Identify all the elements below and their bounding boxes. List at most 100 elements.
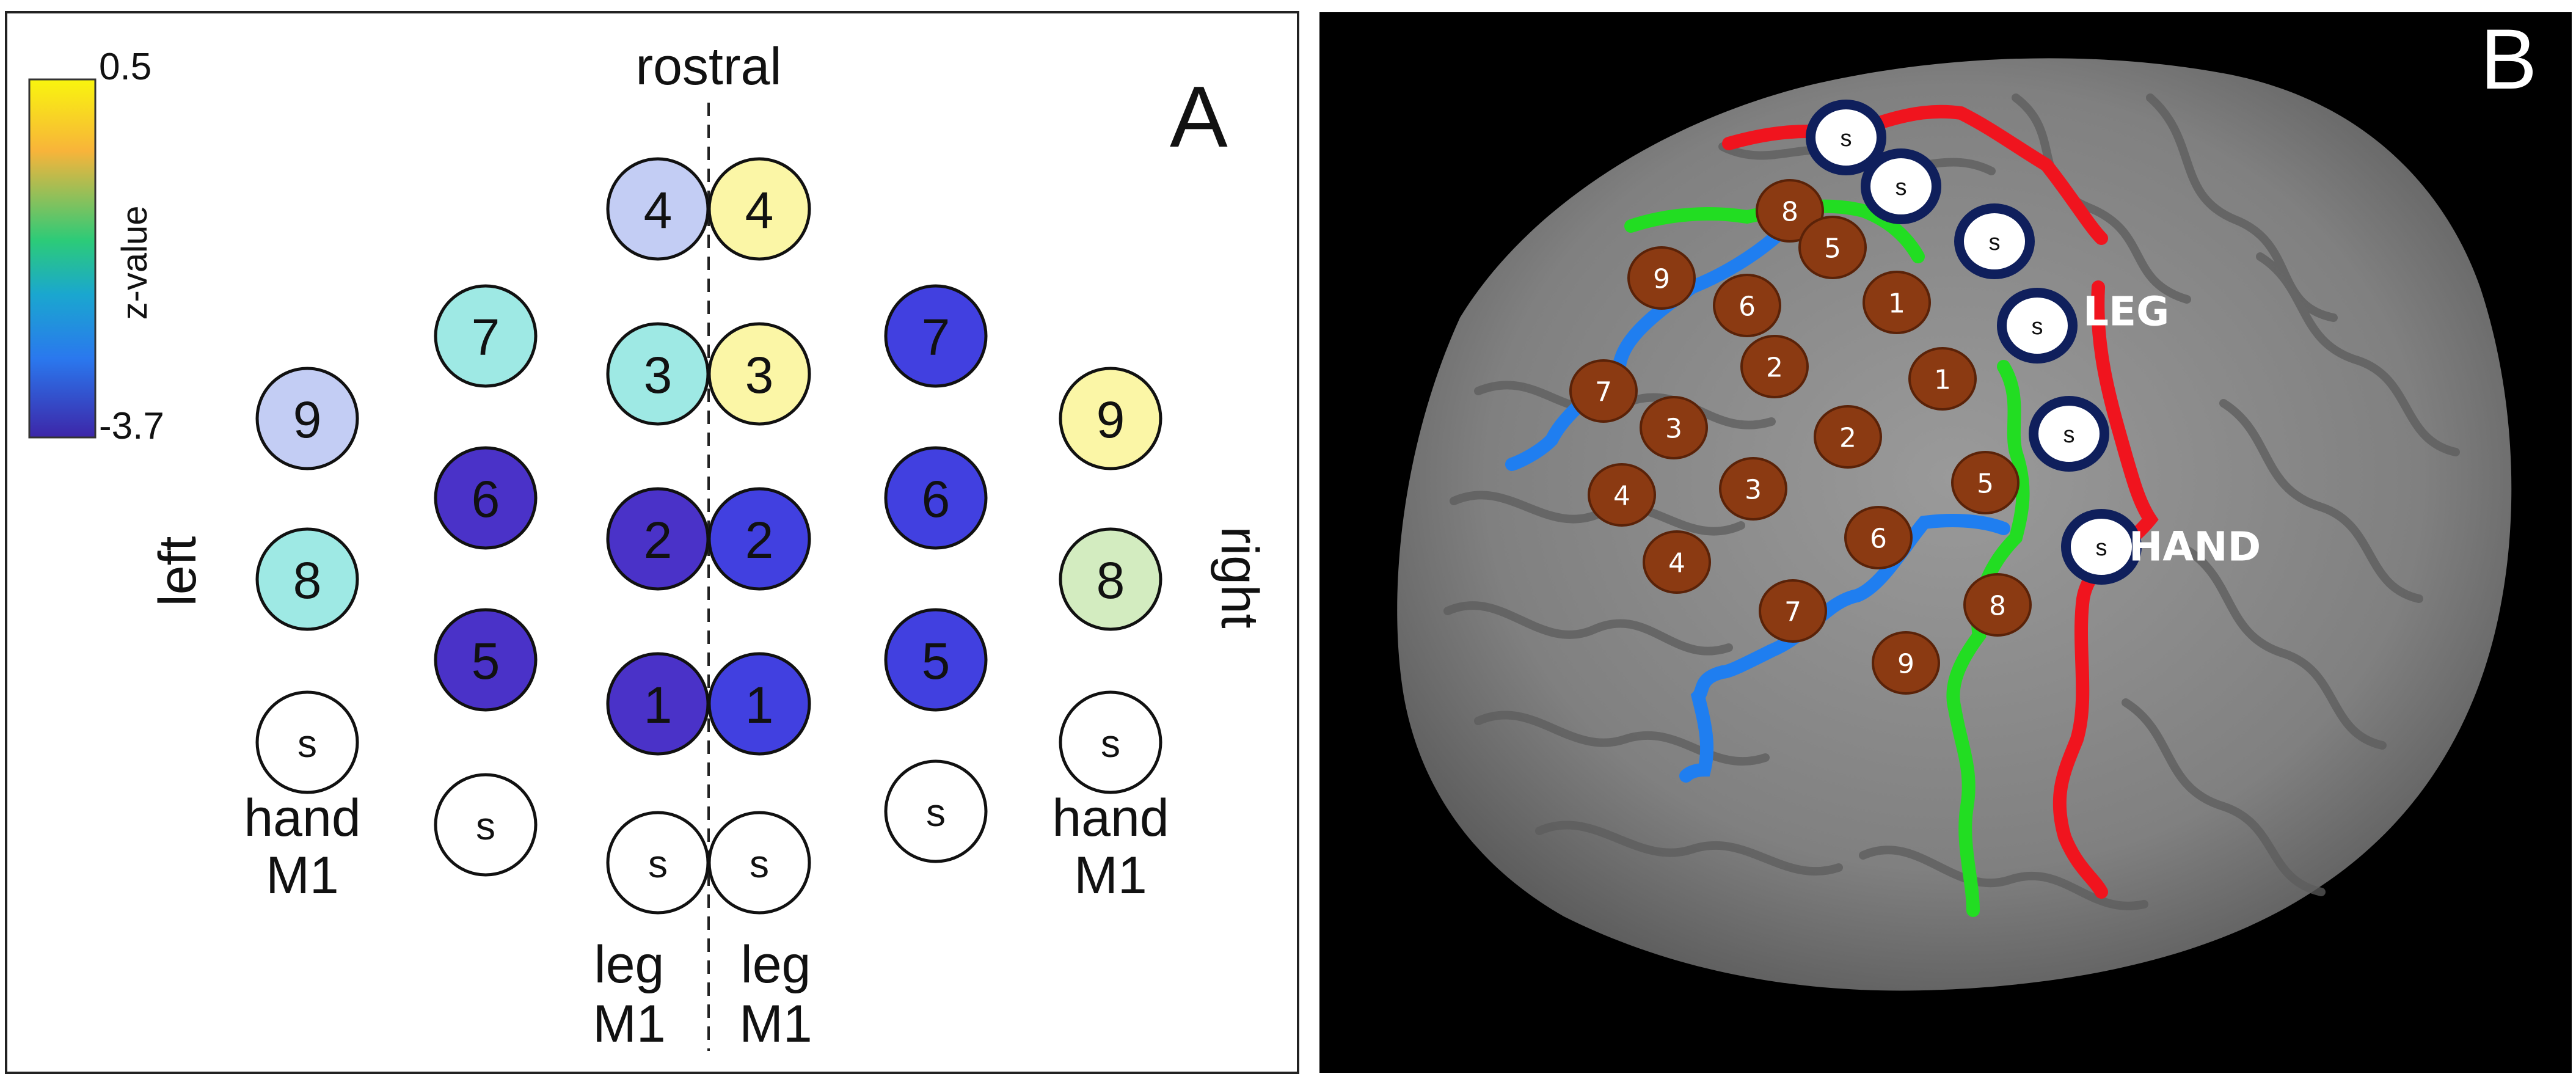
- s-marker: s: [1954, 203, 2035, 279]
- electrode-circle-lh9: 9: [255, 367, 359, 470]
- electrode-label: 6: [472, 470, 500, 528]
- brown-marker-disc: [1963, 573, 2032, 637]
- electrode-label: 7: [922, 309, 950, 366]
- electrode-label: 9: [1096, 391, 1125, 448]
- electrode-circle-ll6: 6: [434, 446, 538, 550]
- brown-marker: 7: [1759, 579, 1827, 643]
- s-marker: s: [1806, 100, 1886, 175]
- electrode-disc: [434, 773, 538, 877]
- brown-marker-label: 2: [1839, 423, 1856, 454]
- brown-marker-disc: [1627, 246, 1696, 310]
- electrode-label: s: [750, 842, 769, 886]
- brown-marker-disc: [1719, 457, 1787, 521]
- s-marker-label: s: [1989, 230, 2001, 255]
- brown-marker-disc: [1756, 179, 1824, 243]
- electrode-disc: [434, 446, 538, 550]
- brown-marker: 8: [1756, 179, 1824, 243]
- brown-marker-disc: [1588, 463, 1656, 527]
- rostral-label: rostral: [636, 37, 782, 96]
- brown-marker-disc: [1951, 451, 2020, 514]
- electrode-circle-ll7: 7: [434, 284, 538, 388]
- electrode-circle-rr5: 5: [884, 608, 988, 712]
- brown-marker: 3: [1719, 457, 1787, 521]
- brown-marker: 8: [1963, 573, 2032, 637]
- brown-marker-label: 7: [1595, 377, 1612, 408]
- electrode-circle-lh8: 8: [255, 527, 359, 631]
- brown-marker: 4: [1588, 463, 1656, 527]
- brown-marker: 9: [1627, 246, 1696, 310]
- electrode-disc: [255, 367, 359, 470]
- s-marker: s: [2029, 396, 2109, 472]
- electrode-disc: [1059, 367, 1162, 470]
- s-marker-disc: [1806, 100, 1886, 175]
- brown-marker-disc: [1872, 631, 1940, 695]
- electrode-disc: [434, 284, 538, 388]
- right-leg-label-line2: M1: [739, 995, 812, 1053]
- electrode-label: 9: [293, 391, 322, 448]
- brown-marker-label: 8: [1989, 591, 2006, 622]
- s-marker-label: s: [2096, 535, 2107, 561]
- brown-marker: 4: [1643, 530, 1711, 594]
- red-line-central: [2052, 280, 2159, 899]
- brown-marker-label: 3: [1665, 414, 1682, 445]
- electrode-disc: [255, 690, 359, 794]
- hand-label: HAND: [2129, 524, 2261, 571]
- brown-marker-label: 8: [1781, 197, 1798, 228]
- electrode-circle-l1: 1: [606, 652, 710, 756]
- electrode-circle-l3: 3: [606, 322, 710, 426]
- brown-marker-label: 9: [1897, 649, 1914, 680]
- electrode-label: 8: [293, 552, 322, 609]
- left-leg-label-line1: leg: [594, 935, 665, 994]
- electrode-label: 6: [922, 470, 950, 528]
- electrode-disc: [707, 652, 811, 756]
- brown-marker: 6: [1844, 506, 1913, 569]
- brown-marker-disc: [1844, 506, 1913, 569]
- electrode-disc: [434, 608, 538, 712]
- electrode-circle-ll5: 5: [434, 608, 538, 712]
- colorbar-max-label: 0.5: [99, 46, 151, 88]
- right-hand-label-line1: hand: [1052, 789, 1169, 847]
- brown-marker-disc: [1759, 579, 1827, 643]
- electrode-label: 5: [472, 632, 500, 690]
- right-hand-label-line2: M1: [1074, 846, 1147, 905]
- brown-marker: 7: [1569, 359, 1638, 423]
- brown-marker-label: 5: [1824, 233, 1841, 265]
- brown-marker-disc: [1643, 530, 1711, 594]
- brown-marker-disc: [1713, 274, 1781, 337]
- brown-marker-disc: [1798, 216, 1867, 279]
- left-leg-label-line2: M1: [593, 995, 665, 1053]
- brain-gyri-texture: [1443, 93, 2460, 910]
- electrode-circle-rhs: s: [1059, 690, 1162, 794]
- s-marker-disc: [2029, 396, 2109, 472]
- electrode-circle-l4: 4: [606, 157, 710, 261]
- brown-marker-label: 4: [1668, 548, 1685, 579]
- brown-marker-label: 6: [1870, 524, 1887, 555]
- brown-marker-label: 2: [1766, 353, 1783, 384]
- electrode-label: s: [648, 842, 668, 886]
- brown-marker-label: 1: [1888, 288, 1905, 320]
- s-marker: s: [1861, 148, 1941, 224]
- electrode-circle-r3: 3: [707, 322, 811, 426]
- electrode-circle-lls: s: [434, 773, 538, 877]
- brown-marker-label: 5: [1977, 469, 1994, 500]
- electrode-disc: [884, 759, 988, 863]
- panel-b-letter: B: [2480, 11, 2537, 107]
- electrode-disc: [707, 322, 811, 426]
- electrode-disc: [1059, 527, 1162, 631]
- electrode-circle-rr7: 7: [884, 284, 988, 388]
- electrode-disc: [884, 608, 988, 712]
- electrode-disc: [255, 527, 359, 631]
- electrode-label: 7: [472, 309, 500, 366]
- brown-marker: 6: [1713, 274, 1781, 337]
- blue-line-upper: [1505, 228, 1784, 471]
- electrode-circle-rh9: 9: [1059, 367, 1162, 470]
- brown-marker-disc: [1640, 396, 1708, 459]
- brown-marker-label: 7: [1784, 597, 1801, 628]
- brown-marker-label: 6: [1739, 291, 1756, 323]
- brown-marker-label: 1: [1934, 365, 1951, 396]
- brown-marker: 9: [1872, 631, 1940, 695]
- electrode-label: 3: [745, 346, 774, 404]
- electrode-label: s: [926, 791, 946, 835]
- brown-marker-disc: [1863, 271, 1931, 334]
